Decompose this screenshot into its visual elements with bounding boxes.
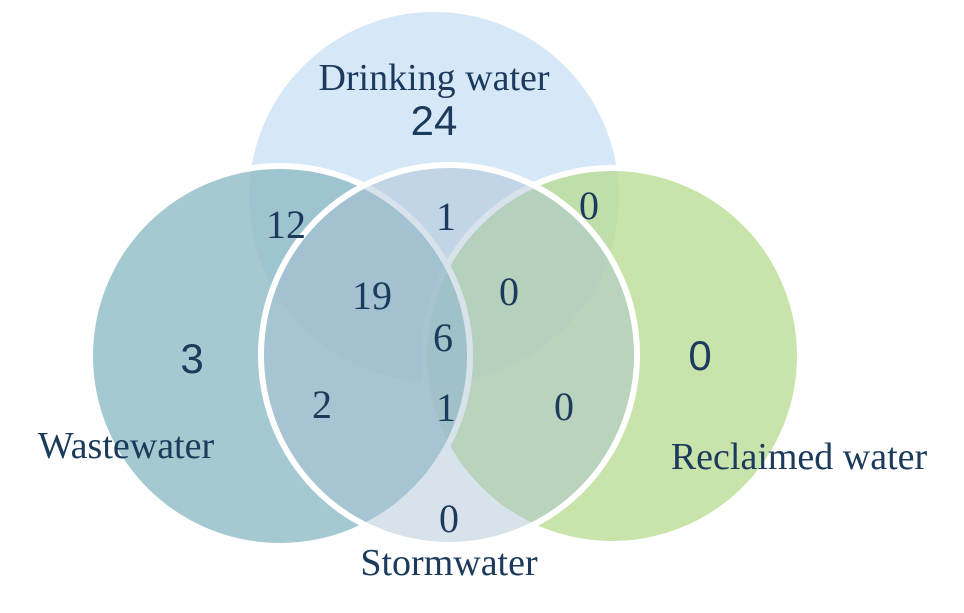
stormwater-label: Stormwater [360, 542, 538, 584]
drinking-wastewater-count: 12 [266, 202, 306, 247]
wastewater-stormwater-reclaimed-count: 1 [436, 385, 456, 430]
stormwater-only-count: 0 [439, 496, 459, 541]
wastewater-label: Wastewater [38, 425, 215, 467]
wastewater-only-count: 3 [180, 335, 203, 382]
stormwater-circle [258, 162, 640, 548]
drinking-wastewater-stormwater-count: 19 [352, 273, 392, 318]
wastewater-stormwater-count: 2 [312, 382, 332, 427]
reclaimed-water-label: Reclaimed water [671, 436, 928, 478]
all-four-count: 6 [433, 315, 453, 360]
drinking-reclaimed-count: 0 [579, 183, 599, 228]
drinking-water-label: Drinking water [318, 57, 549, 99]
wastewater-circle [87, 163, 473, 549]
drinking-only-count: 24 [411, 97, 458, 144]
reclaimed-only-count: 0 [688, 332, 711, 379]
drinking-stormwater-count: 1 [436, 194, 456, 239]
stormwater-reclaimed-count: 0 [554, 384, 574, 429]
drinking-stormwater-reclaimed-count: 0 [499, 269, 519, 314]
